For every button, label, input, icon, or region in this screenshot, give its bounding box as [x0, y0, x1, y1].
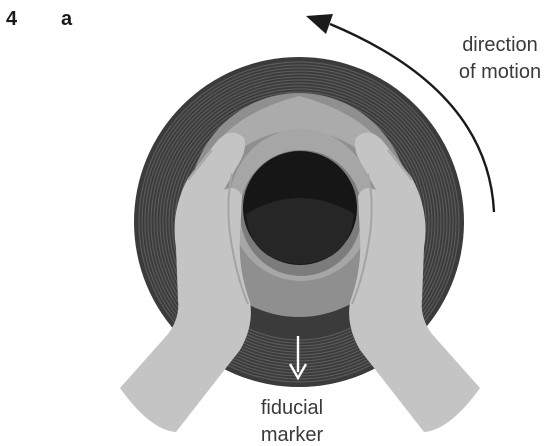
- fiducial-marker-label: fiducial marker: [232, 395, 352, 446]
- direction-of-motion-label-line2: of motion: [438, 59, 560, 86]
- direction-of-motion-label-line1: direction: [438, 32, 560, 59]
- fiducial-marker-label-line2: marker: [232, 422, 352, 446]
- figure-number: 4: [6, 8, 17, 30]
- panel-letter: a: [61, 8, 72, 30]
- direction-of-motion-label: direction of motion: [438, 32, 560, 86]
- fiducial-marker-label-line1: fiducial: [232, 395, 352, 422]
